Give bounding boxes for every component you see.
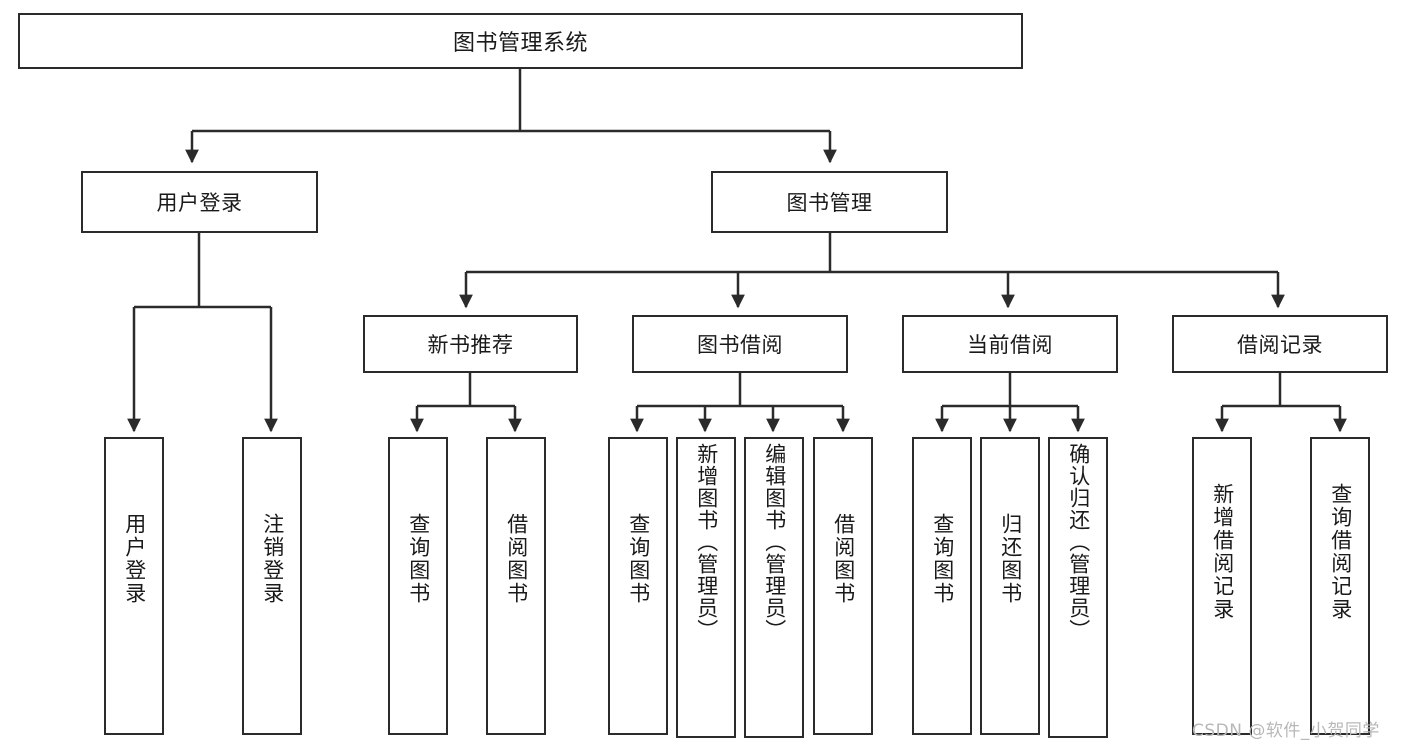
leaf-edit-book-admin-label: 编辑图书（管理员） <box>762 443 787 641</box>
leaf-query-book-3-label: 查询图书 <box>930 513 955 605</box>
csdn-watermark: CSDN @软件_小贺同学 <box>1192 721 1380 741</box>
node-book-manage[interactable]: 图书管理 <box>711 171 948 233</box>
leaf-query-book-3[interactable]: 查询图书 <box>912 437 972 735</box>
leaf-add-book-admin[interactable]: 新增图书（管理员） <box>676 437 736 738</box>
leaf-add-borrow-record[interactable]: 新增借阅记录 <box>1192 437 1252 735</box>
leaf-query-borrow-record-label: 查询借阅记录 <box>1328 483 1353 621</box>
leaf-query-book-2[interactable]: 查询图书 <box>608 437 668 735</box>
leaf-confirm-return-admin-label: 确认归还（管理员） <box>1066 443 1091 641</box>
leaf-borrow-book-1[interactable]: 借阅图书 <box>486 437 546 735</box>
leaf-return-book-label: 归还图书 <box>998 513 1023 605</box>
leaf-query-book-1-label: 查询图书 <box>406 513 431 605</box>
leaf-user-login-label: 用户登录 <box>122 513 147 605</box>
node-book-borrow[interactable]: 图书借阅 <box>632 315 848 373</box>
node-root[interactable]: 图书管理系统 <box>18 13 1023 69</box>
node-current-borrow[interactable]: 当前借阅 <box>902 315 1118 373</box>
leaf-edit-book-admin[interactable]: 编辑图书（管理员） <box>744 437 804 738</box>
node-borrow-record[interactable]: 借阅记录 <box>1172 315 1388 373</box>
leaf-user-logout[interactable]: 注销登录 <box>242 437 302 735</box>
leaf-borrow-book-2-label: 借阅图书 <box>831 513 856 605</box>
node-current-borrow-label: 当前借阅 <box>967 333 1053 357</box>
node-borrow-record-label: 借阅记录 <box>1237 333 1323 357</box>
leaf-query-borrow-record[interactable]: 查询借阅记录 <box>1310 437 1370 735</box>
leaf-borrow-book-2[interactable]: 借阅图书 <box>813 437 873 735</box>
node-user-login[interactable]: 用户登录 <box>81 171 318 233</box>
leaf-borrow-book-1-label: 借阅图书 <box>504 513 529 605</box>
leaf-query-book-2-label: 查询图书 <box>626 513 651 605</box>
node-book-borrow-label: 图书借阅 <box>697 333 783 357</box>
leaf-user-login[interactable]: 用户登录 <box>104 437 164 735</box>
node-new-book-recommend-label: 新书推荐 <box>427 333 514 357</box>
node-user-login-label: 用户登录 <box>156 191 243 215</box>
leaf-query-book-1[interactable]: 查询图书 <box>388 437 448 735</box>
node-new-book-recommend[interactable]: 新书推荐 <box>363 315 578 373</box>
leaf-add-borrow-record-label: 新增借阅记录 <box>1210 483 1235 621</box>
leaf-return-book[interactable]: 归还图书 <box>980 437 1040 735</box>
leaf-add-book-admin-label: 新增图书（管理员） <box>694 443 719 641</box>
leaf-confirm-return-admin[interactable]: 确认归还（管理员） <box>1048 437 1108 738</box>
node-book-manage-label: 图书管理 <box>786 191 873 215</box>
leaf-user-logout-label: 注销登录 <box>260 513 285 605</box>
node-root-label: 图书管理系统 <box>452 31 588 56</box>
